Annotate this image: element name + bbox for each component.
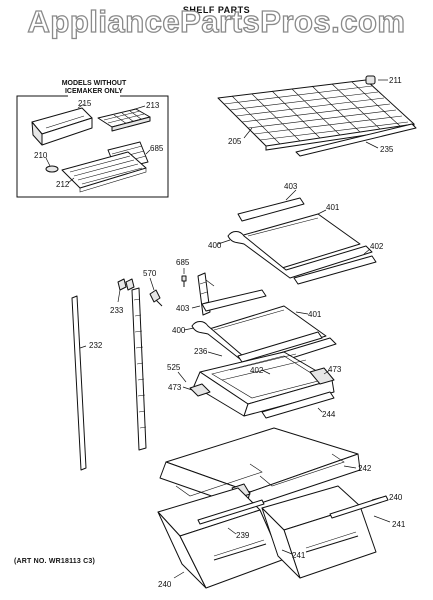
label-473-left: 473 — [168, 383, 182, 392]
label-211: 211 — [389, 76, 402, 85]
lower-glass-shelf: 403 401 400 236 — [172, 289, 337, 371]
label-242: 242 — [358, 464, 372, 473]
label-215: 215 — [78, 99, 92, 108]
label-232: 232 — [89, 341, 103, 350]
ice-bin-part — [31, 107, 93, 146]
label-402-upper: 402 — [370, 242, 384, 251]
inset-icemaker-box: MODELS WITHOUT ICEMAKER ONLY — [16, 80, 169, 198]
label-233: 233 — [110, 306, 124, 315]
label-241-right: 241 — [392, 520, 406, 529]
drawer-handle-239 — [197, 499, 265, 525]
wire-shelf-assembly: 211 205 235 — [217, 75, 417, 157]
clip-233-b — [125, 278, 135, 291]
label-402-lower: 402 — [250, 366, 264, 375]
label-240-bottom: 240 — [158, 580, 172, 589]
trim-403-lower — [201, 289, 267, 312]
label-685-inset: 685 — [150, 144, 164, 153]
label-400-upper: 400 — [208, 241, 222, 250]
label-400-lower: 400 — [172, 326, 186, 335]
screw-685 — [181, 275, 187, 282]
slide-473-left — [189, 383, 211, 397]
label-235: 235 — [380, 145, 394, 154]
clip-210-part — [45, 165, 59, 173]
trim-236 — [237, 331, 323, 363]
ice-tray-part — [97, 108, 151, 132]
crisper-drawer-right — [261, 485, 377, 579]
label-212: 212 — [56, 180, 70, 189]
tray-frame-212-part — [61, 151, 147, 193]
crisper-drawer-left — [157, 487, 283, 589]
label-240-right: 240 — [389, 493, 403, 502]
trim-244 — [261, 391, 335, 419]
shelf-ladder-rail-left — [131, 287, 147, 451]
art-number: (ART NO. WR18113 C3) — [14, 558, 96, 565]
screw-570 — [149, 289, 161, 303]
label-401-lower: 401 — [308, 310, 322, 319]
label-685: 685 — [176, 258, 190, 267]
label-210: 210 — [34, 151, 48, 160]
label-205: 205 — [228, 137, 242, 146]
inset-title-line1: MODELS WITHOUT — [62, 80, 127, 87]
upper-glass-shelf: 403 401 400 402 — [208, 182, 384, 285]
hardware-group: 685 570 233 — [110, 258, 190, 315]
side-strip-232: 232 — [71, 295, 103, 471]
label-401-upper: 401 — [326, 203, 340, 212]
page-title: SHELF PARTS — [182, 5, 251, 15]
label-570: 570 — [143, 269, 157, 278]
label-525: 525 — [167, 363, 181, 372]
trim-403-upper — [237, 197, 305, 222]
label-239: 239 — [236, 531, 250, 540]
inset-title-line2: ICEMAKER ONLY — [65, 88, 123, 95]
label-244: 244 — [322, 410, 336, 419]
label-241-middle: 241 — [292, 551, 306, 560]
crisper-frame-shelf: 402 525 473 473 244 — [167, 351, 342, 419]
label-403-upper: 403 — [284, 182, 298, 191]
drawer-handle-241-right — [329, 495, 389, 519]
slide-473-right — [309, 367, 335, 385]
label-473-right: 473 — [328, 365, 342, 374]
frame-400-upper — [227, 231, 373, 279]
shelf-rail-235 — [295, 123, 417, 157]
label-213: 213 — [146, 101, 160, 110]
clip-233-a — [117, 278, 127, 291]
label-403-lower: 403 — [176, 304, 190, 313]
end-cap-211 — [365, 75, 376, 85]
label-236: 236 — [194, 347, 208, 356]
trim-402-upper — [293, 255, 377, 285]
